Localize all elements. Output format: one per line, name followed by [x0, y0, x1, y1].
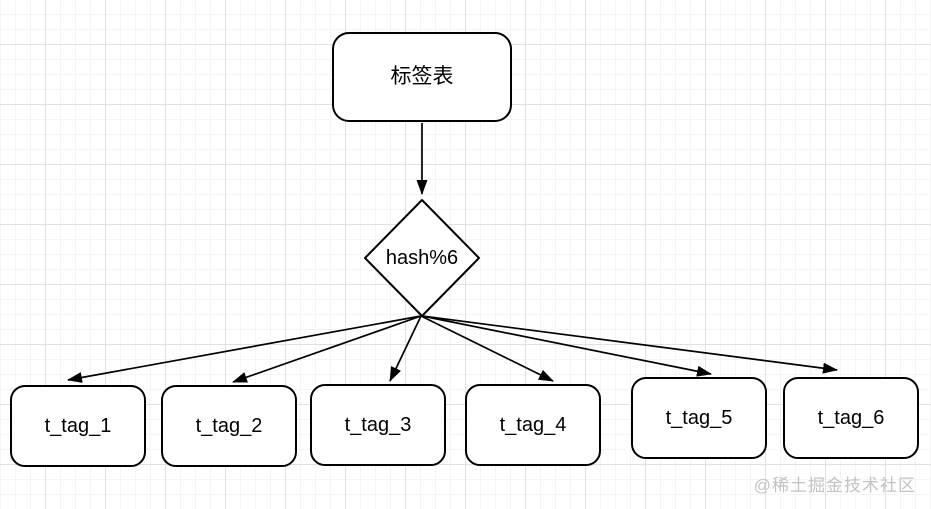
- node-tag-table-label: 标签表: [390, 65, 454, 89]
- arrow-hash-to-tag2: [232, 315, 422, 383]
- arrow-hash-to-tag1: [67, 315, 422, 383]
- arrow-hash-to-tag6: [421, 315, 838, 374]
- node-t-tag-5-label: t_tag_5: [665, 407, 733, 429]
- node-t-tag-4: t_tag_4: [465, 384, 601, 466]
- arrow-hash-to-tag5: [421, 315, 712, 377]
- node-hash-decision: hash%6: [363, 198, 481, 318]
- node-t-tag-1-label: t_tag_1: [44, 415, 112, 437]
- diamond-shape-icon: [364, 199, 480, 317]
- node-t-tag-3: t_tag_3: [310, 384, 446, 466]
- node-tag-table: 标签表: [332, 32, 512, 122]
- node-t-tag-1: t_tag_1: [10, 385, 146, 467]
- watermark-text: @稀土掘金技术社区: [753, 476, 916, 495]
- node-t-tag-2: t_tag_2: [161, 385, 297, 467]
- arrow-hash-to-tag3: [389, 315, 422, 382]
- node-t-tag-4-label: t_tag_4: [499, 414, 567, 436]
- node-t-tag-2-label: t_tag_2: [195, 415, 263, 437]
- node-t-tag-6: t_tag_6: [783, 377, 919, 459]
- node-t-tag-6-label: t_tag_6: [817, 407, 885, 429]
- node-hash-decision-label: hash%6: [385, 247, 459, 269]
- node-t-tag-3-label: t_tag_3: [344, 414, 412, 436]
- node-t-tag-5: t_tag_5: [631, 377, 767, 459]
- arrow-hash-to-tag4: [420, 315, 554, 382]
